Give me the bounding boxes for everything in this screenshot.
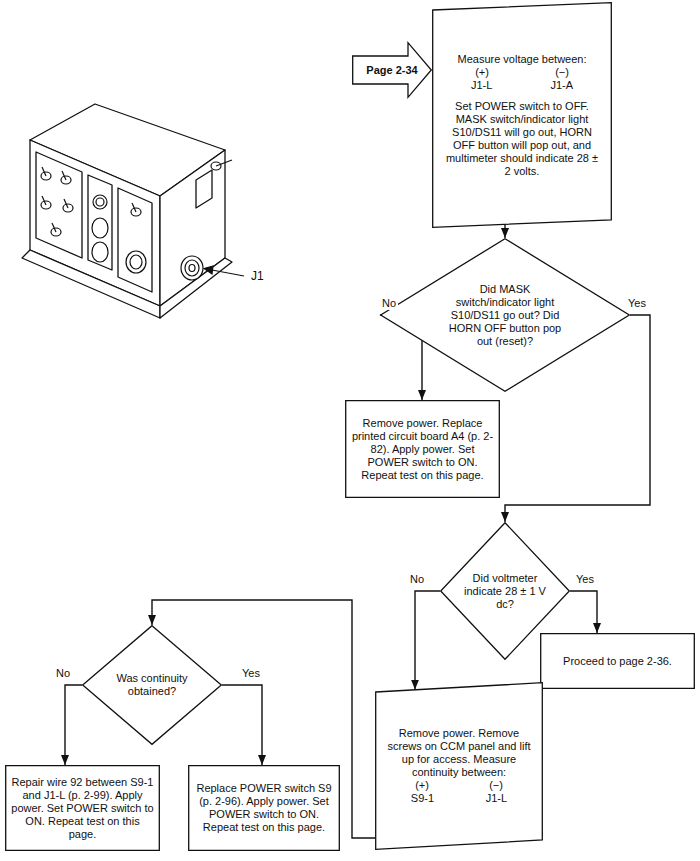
- node-text: Remove power. Replace printed circuit bo…: [351, 417, 494, 482]
- text-row: Proceed to page 2-36.: [546, 655, 689, 668]
- connector-j1: [181, 256, 203, 280]
- text-row: S9-1 J1-L: [385, 792, 533, 805]
- text-row: Did MASK switch/indicator light S10/DS11…: [447, 283, 563, 348]
- node-text: Proceed to page 2-36.: [563, 655, 672, 668]
- text-block: Replace POWER switch S9 (p. 2-96). Apply…: [194, 782, 334, 834]
- branch-label: Yes: [626, 297, 648, 310]
- j1-leader-line: [204, 266, 244, 276]
- branch-label: Yes: [240, 667, 262, 680]
- front-panel: [118, 188, 152, 292]
- page-ref-arrow: Page 2-34: [352, 42, 432, 98]
- text-row: (+) (−): [442, 66, 602, 79]
- node-text: Repair wire 92 between S9-1 and J1-L (p.…: [11, 776, 154, 841]
- node-text: J1-A: [550, 79, 573, 92]
- node-text: (+): [475, 66, 489, 79]
- node-text: Replace POWER switch S9 (p. 2-96). Apply…: [194, 782, 334, 834]
- text-block: Did MASK switch/indicator light S10/DS11…: [447, 283, 563, 348]
- process-box: Replace POWER switch S9 (p. 2-96). Apply…: [188, 765, 340, 851]
- front-panel: [36, 152, 82, 258]
- branch-label: Yes: [574, 573, 596, 586]
- procedure-box-border: [376, 683, 543, 850]
- decision-diamond: Did MASK switch/indicator light S10/DS11…: [380, 238, 630, 392]
- node-text: Was continuity obtained?: [107, 672, 197, 698]
- text-row: Set POWER switch to OFF. MASK switch/ind…: [442, 92, 602, 178]
- process-box: Repair wire 92 between S9-1 and J1-L (p.…: [5, 765, 160, 851]
- process-box-border: [541, 634, 695, 689]
- node-text: J1-L: [486, 792, 507, 805]
- node-text: (+): [415, 779, 429, 792]
- flow-connector: [65, 685, 82, 765]
- indicator-buttons: [92, 195, 146, 273]
- node-text: J1-L: [471, 79, 492, 92]
- text-block: Measure voltage between:(+) (−) J1-L J1-A Se…: [442, 53, 602, 178]
- side-bracket: [196, 170, 212, 208]
- node-text: (−): [489, 779, 503, 792]
- procedure-box: Measure voltage between:(+) (−) J1-L J1-A Se…: [432, 2, 612, 228]
- branch-label: No: [54, 667, 72, 680]
- process-box: Proceed to page 2-36.: [540, 633, 695, 689]
- decision-diamond: Was continuity obtained?: [82, 625, 222, 745]
- flow-connector: [152, 600, 375, 838]
- branch-label: No: [380, 297, 398, 310]
- page-ref-arrow-border: [353, 43, 432, 98]
- process-box-border: [189, 766, 340, 851]
- text-block: Page 2-34: [362, 64, 422, 77]
- process-box-border: [346, 401, 500, 498]
- flow-connector: [415, 591, 440, 690]
- decision-diamond-border: [381, 239, 630, 392]
- text-row: Remove power. Replace printed circuit bo…: [351, 417, 494, 482]
- text-row: Repair wire 92 between S9-1 and J1-L (p.…: [11, 776, 154, 841]
- node-text: Did voltmeter indicate 28 ± 1 V dc?: [462, 572, 548, 611]
- node-text: (−): [555, 66, 569, 79]
- text-block: Repair wire 92 between S9-1 and J1-L (p.…: [11, 776, 154, 841]
- text-block: Proceed to page 2-36.: [546, 655, 689, 668]
- text-row: Replace POWER switch S9 (p. 2-96). Apply…: [194, 782, 334, 834]
- text-row: Remove power. Remove screws on CCM panel…: [385, 727, 533, 779]
- text-block: Did voltmeter indicate 28 ± 1 V dc?: [462, 572, 548, 611]
- text-row: J1-L J1-A: [442, 79, 602, 92]
- text-row: Page 2-34: [362, 64, 422, 77]
- air-fitting: [211, 160, 232, 170]
- flow-connector: [504, 225, 505, 238]
- text-block: Remove power. Replace printed circuit bo…: [351, 417, 494, 482]
- toggle-switches: [41, 167, 141, 236]
- flow-connector: [570, 591, 597, 633]
- text-row: (+) (−): [385, 779, 533, 792]
- node-text: Measure voltage between:: [457, 53, 586, 66]
- process-box-border: [6, 766, 160, 851]
- node-text: Set POWER switch to OFF. MASK switch/ind…: [442, 100, 602, 178]
- procedure-box: Remove power. Remove screws on CCM panel…: [375, 682, 543, 850]
- node-text: Page 2-34: [366, 64, 417, 77]
- text-block: Remove power. Remove screws on CCM panel…: [385, 727, 533, 805]
- node-text: Remove power. Remove screws on CCM panel…: [385, 727, 533, 779]
- procedure-box-border: [433, 3, 612, 228]
- branch-label: No: [408, 573, 426, 586]
- text-row: Measure voltage between:: [442, 53, 602, 66]
- process-box: Remove power. Replace printed circuit bo…: [345, 400, 500, 498]
- flow-connector: [222, 685, 262, 765]
- node-text: S9-1: [411, 792, 434, 805]
- text-row: Did voltmeter indicate 28 ± 1 V dc?: [462, 572, 548, 611]
- text-row: Was continuity obtained?: [107, 672, 197, 698]
- mounting-flange: [160, 258, 232, 318]
- text-block: Was continuity obtained?: [107, 672, 197, 698]
- decision-diamond-border: [83, 626, 222, 745]
- front-panel: [88, 175, 112, 270]
- callout-label: J1: [249, 270, 266, 283]
- node-text: Did MASK switch/indicator light S10/DS11…: [447, 283, 563, 348]
